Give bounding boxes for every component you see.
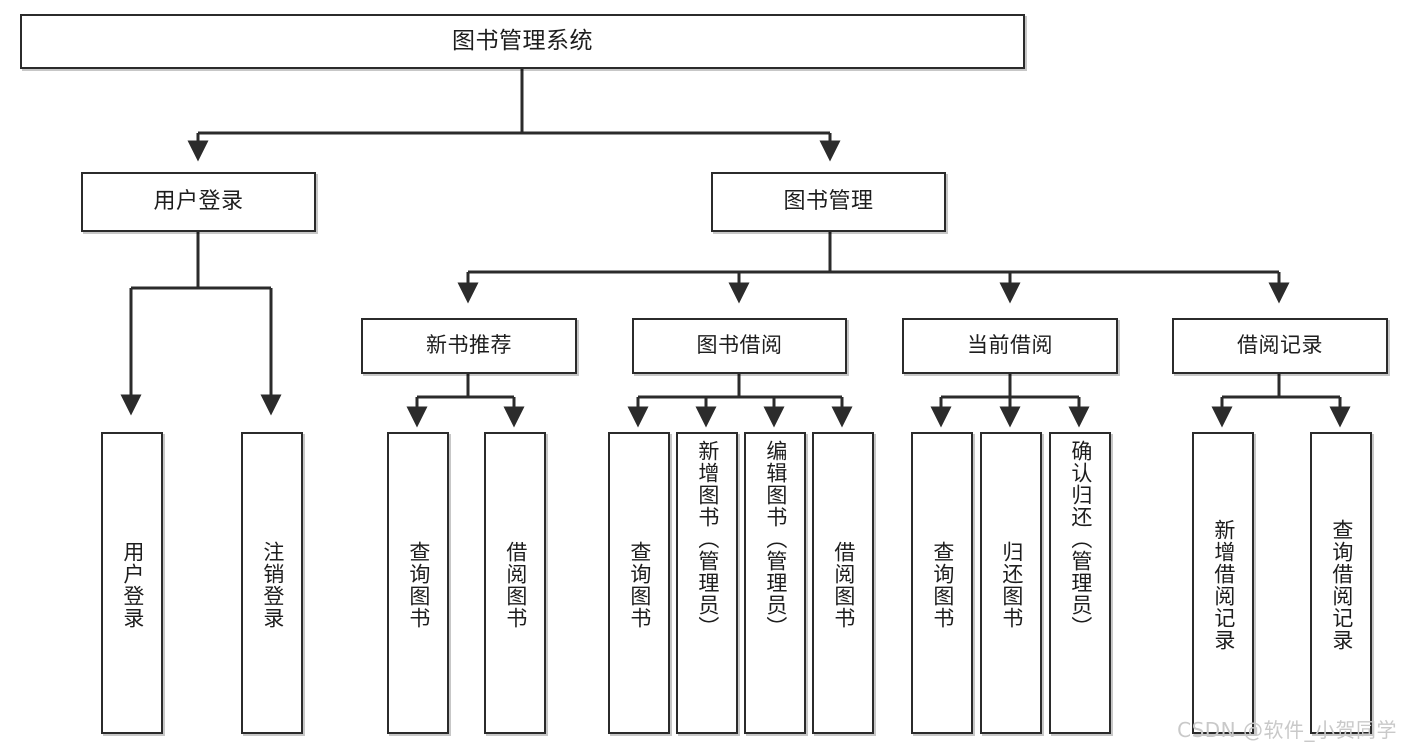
leaf-text-wrap: 确认归还（管理员） bbox=[1051, 438, 1109, 734]
node-leaf-edit-book-admin[interactable]: 编辑图书（管理员） bbox=[744, 432, 806, 734]
leaf-text-wrap: 借阅图书 bbox=[486, 438, 544, 732]
node-book-borrow[interactable]: 图书借阅 bbox=[632, 318, 847, 374]
node-leaf-user-login-label: 用户登录 bbox=[120, 541, 145, 629]
leaf-text-wrap: 新增图书（管理员） bbox=[678, 438, 736, 734]
node-leaf-query-book-current[interactable]: 查询图书 bbox=[911, 432, 973, 734]
node-leaf-add-borrow-record-label: 新增借阅记录 bbox=[1211, 519, 1236, 651]
node-leaf-query-book-borrow-label: 查询图书 bbox=[627, 541, 652, 629]
node-user-login[interactable]: 用户登录 bbox=[81, 172, 316, 232]
node-book-management-label: 图书管理 bbox=[783, 188, 874, 214]
node-user-login-label: 用户登录 bbox=[153, 188, 244, 214]
node-book-management[interactable]: 图书管理 bbox=[711, 172, 946, 232]
node-leaf-add-book-admin-label: 新增图书（管理员） bbox=[695, 440, 720, 638]
node-leaf-query-book-recommend[interactable]: 查询图书 bbox=[387, 432, 449, 734]
leaf-text-wrap: 新增借阅记录 bbox=[1194, 438, 1252, 732]
leaf-text-wrap: 查询图书 bbox=[610, 438, 668, 732]
leaf-text-wrap: 借阅图书 bbox=[814, 438, 872, 732]
node-leaf-borrow-book-label: 借阅图书 bbox=[831, 541, 856, 629]
node-leaf-confirm-return-admin[interactable]: 确认归还（管理员） bbox=[1049, 432, 1111, 734]
leaf-text-wrap: 查询图书 bbox=[913, 438, 971, 732]
leaf-text-wrap: 查询借阅记录 bbox=[1312, 438, 1370, 732]
leaf-text-wrap: 归还图书 bbox=[982, 438, 1040, 732]
leaf-text-wrap: 用户登录 bbox=[103, 438, 161, 732]
node-new-book-recommend[interactable]: 新书推荐 bbox=[361, 318, 577, 374]
leaf-text-wrap: 编辑图书（管理员） bbox=[746, 438, 804, 734]
node-book-borrow-label: 图书借阅 bbox=[696, 333, 783, 358]
node-leaf-logout-label: 注销登录 bbox=[260, 541, 285, 629]
node-leaf-add-borrow-record[interactable]: 新增借阅记录 bbox=[1192, 432, 1254, 734]
node-leaf-user-login[interactable]: 用户登录 bbox=[101, 432, 163, 734]
node-leaf-query-borrow-record-label: 查询借阅记录 bbox=[1329, 519, 1354, 651]
watermark-text: CSDN @软件_小贺同学 bbox=[1177, 718, 1397, 742]
node-leaf-borrow-book[interactable]: 借阅图书 bbox=[812, 432, 874, 734]
node-leaf-query-book-recommend-label: 查询图书 bbox=[406, 541, 431, 629]
node-new-book-recommend-label: 新书推荐 bbox=[426, 333, 512, 358]
node-borrow-record-label: 借阅记录 bbox=[1237, 333, 1323, 358]
node-leaf-query-book-borrow[interactable]: 查询图书 bbox=[608, 432, 670, 734]
node-leaf-query-borrow-record[interactable]: 查询借阅记录 bbox=[1310, 432, 1372, 734]
node-leaf-add-book-admin[interactable]: 新增图书（管理员） bbox=[676, 432, 738, 734]
node-root-label: 图书管理系统 bbox=[452, 27, 593, 54]
node-leaf-query-book-current-label: 查询图书 bbox=[930, 541, 955, 629]
node-current-borrow[interactable]: 当前借阅 bbox=[902, 318, 1118, 374]
leaf-text-wrap: 查询图书 bbox=[389, 438, 447, 732]
node-leaf-confirm-return-admin-label: 确认归还（管理员） bbox=[1068, 440, 1093, 638]
node-leaf-logout[interactable]: 注销登录 bbox=[241, 432, 303, 734]
leaf-text-wrap: 注销登录 bbox=[243, 438, 301, 732]
node-leaf-borrow-book-recommend[interactable]: 借阅图书 bbox=[484, 432, 546, 734]
node-root-system[interactable]: 图书管理系统 bbox=[20, 14, 1025, 69]
node-leaf-borrow-book-recommend-label: 借阅图书 bbox=[503, 541, 528, 629]
node-leaf-edit-book-admin-label: 编辑图书（管理员） bbox=[763, 440, 788, 638]
node-leaf-return-book-label: 归还图书 bbox=[999, 541, 1024, 629]
node-leaf-return-book[interactable]: 归还图书 bbox=[980, 432, 1042, 734]
node-borrow-record[interactable]: 借阅记录 bbox=[1172, 318, 1388, 374]
node-current-borrow-label: 当前借阅 bbox=[967, 333, 1053, 358]
